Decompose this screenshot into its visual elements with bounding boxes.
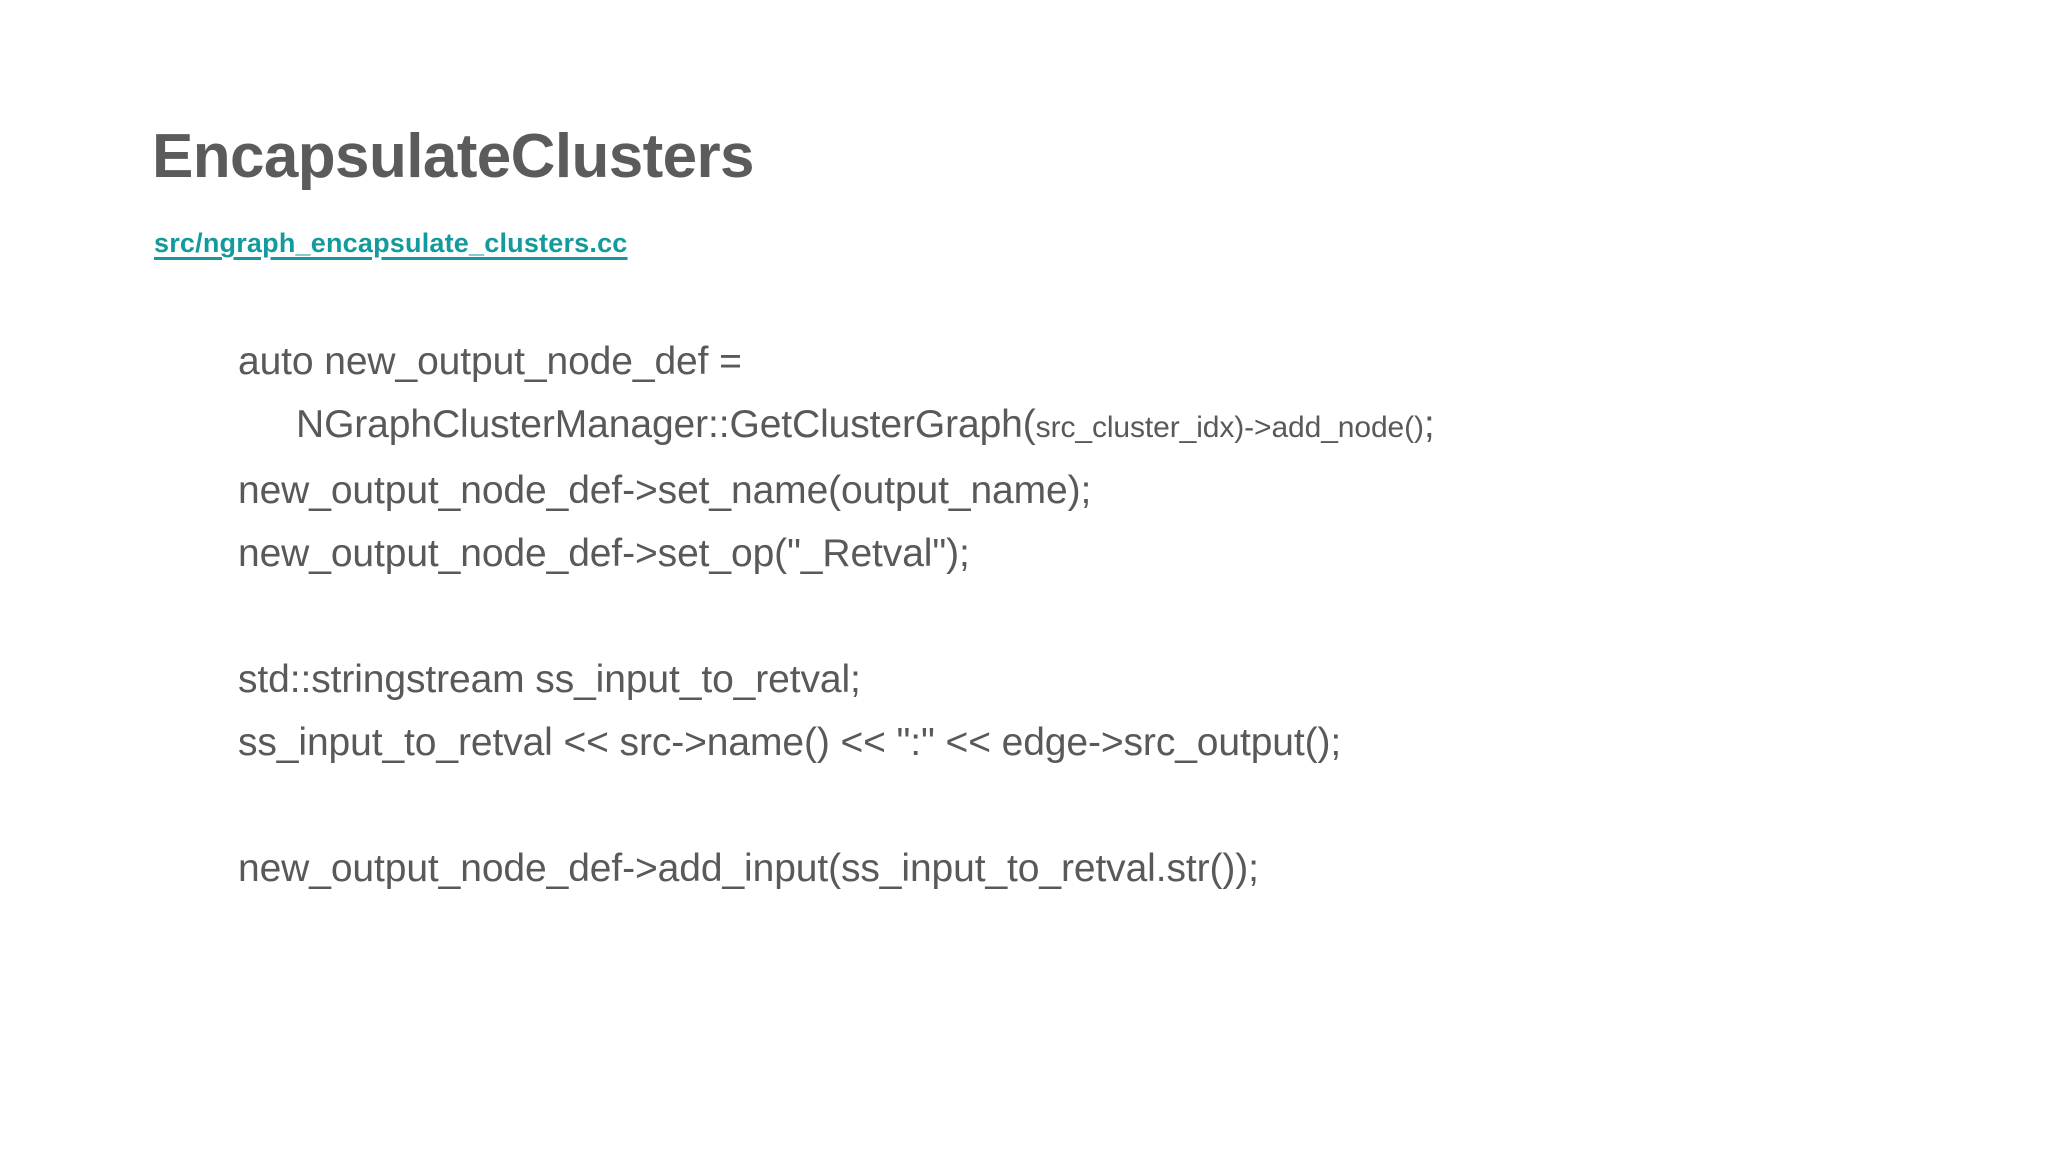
code-line: auto new_output_node_def =	[238, 330, 1938, 393]
code-span: NGraphClusterManager::GetClusterGraph(	[296, 403, 1036, 446]
code-line: std::stringstream ss_input_to_retval;	[238, 648, 1938, 711]
code-line: NGraphClusterManager::GetClusterGraph(sr…	[238, 393, 1938, 459]
code-span: new_output_node_def->set_op("_Retval");	[238, 532, 970, 575]
code-span: new_output_node_def->set_name(output_nam…	[238, 469, 1092, 512]
code-span: ss_input_to_retval << src->name() << ":"…	[238, 721, 1342, 764]
code-block: auto new_output_node_def = NGraphClusterM…	[238, 330, 1938, 900]
page-title: EncapsulateClusters	[152, 121, 755, 191]
code-line: new_output_node_def->set_op("_Retval");	[238, 522, 1938, 585]
code-line: new_output_node_def->set_name(output_nam…	[238, 459, 1938, 522]
code-line: ss_input_to_retval << src->name() << ":"…	[238, 711, 1938, 774]
code-line: new_output_node_def->add_input(ss_input_…	[238, 837, 1938, 900]
code-span: std::stringstream ss_input_to_retval;	[238, 658, 861, 701]
code-line-blank	[238, 774, 1938, 837]
code-span-small: src_cluster_idx)->add_node()	[1035, 411, 1424, 444]
source-file-link[interactable]: src/ngraph_encapsulate_clusters.cc	[154, 228, 628, 258]
code-span: ;	[1423, 403, 1435, 446]
code-span: auto new_output_node_def =	[238, 340, 742, 383]
code-span: new_output_node_def->add_input(ss_input_…	[238, 847, 1259, 890]
code-line-blank	[238, 585, 1938, 648]
